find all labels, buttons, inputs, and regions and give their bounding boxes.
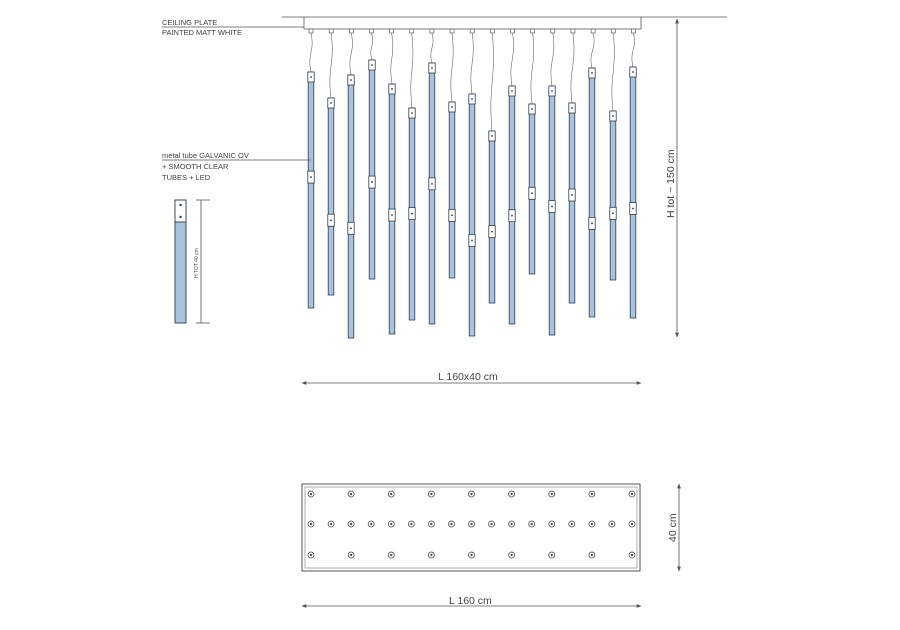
suspension-point-center	[530, 522, 533, 526]
suspension-point-center	[430, 492, 433, 496]
suspension-point-center	[630, 522, 634, 526]
tube-label-line2: + SMOOTH CLEAR	[162, 162, 229, 171]
tube-label-line3: TUBES + LED	[162, 173, 211, 182]
plan-view	[301, 483, 641, 572]
suspension-point-center	[309, 492, 313, 496]
ceiling-plate-label-line1: CEILING PLATE	[162, 18, 217, 27]
front-length-dimension: L 160x40 cm	[301, 371, 642, 385]
suspension-point-center	[350, 492, 353, 496]
suspension-point-center	[590, 492, 593, 496]
suspended-tubes	[307, 28, 637, 339]
suspension-point-center	[510, 553, 513, 557]
suspension-point-center	[490, 522, 493, 526]
single-tube-detail: H TOT 40 cm	[174, 199, 210, 324]
suspension-point-center	[470, 522, 473, 526]
suspension-point-center	[590, 553, 593, 557]
suspension-point-center	[510, 522, 513, 526]
suspension-point-center	[550, 522, 553, 526]
suspension-point-center	[550, 492, 553, 496]
single-tube-height-label: H TOT 40 cm	[194, 248, 200, 278]
plan-depth-dimension: 40 cm	[667, 483, 681, 572]
ceiling-plate-callout: CEILING PLATE PAINTED MATT WHITE	[162, 18, 304, 37]
suspension-point-center	[510, 492, 513, 496]
suspension-point-center	[630, 492, 634, 496]
suspension-point-center	[610, 522, 614, 526]
plan-suspension-points	[307, 490, 636, 559]
suspension-point-center	[570, 522, 573, 526]
plan-depth-label: 40 cm	[667, 513, 679, 542]
plan-length-dimension: L 160 cm	[301, 595, 642, 608]
suspension-point-center	[590, 522, 593, 526]
front-length-label: L 160x40 cm	[438, 371, 498, 383]
suspension-point-center	[430, 553, 433, 557]
suspension-point-center	[630, 553, 634, 557]
suspension-point-center	[450, 522, 453, 526]
suspension-point-center	[350, 553, 353, 557]
suspension-point-center	[309, 553, 313, 557]
suspension-point-center	[390, 553, 393, 557]
suspension-point-center	[550, 553, 553, 557]
suspension-point-center	[329, 522, 333, 526]
plan-length-label: L 160 cm	[449, 595, 492, 607]
suspension-point-center	[410, 522, 413, 526]
suspension-point-center	[470, 492, 473, 496]
suspension-point-center	[470, 553, 473, 557]
suspension-point-center	[370, 522, 373, 526]
ceiling-plate-label-line2: PAINTED MATT WHITE	[162, 28, 242, 37]
tube-callout: metal tube GALVANIC OV + SMOOTH CLEAR TU…	[162, 151, 311, 182]
total-height-dimension: H tot ~ 150 cm	[665, 18, 679, 338]
ceiling-plate	[282, 16, 727, 30]
suspension-point-center	[350, 522, 353, 526]
tube-label-line1: metal tube GALVANIC OV	[162, 151, 249, 160]
suspension-point-center	[390, 522, 393, 526]
suspension-point-center	[390, 492, 393, 496]
total-height-label: H tot ~ 150 cm	[665, 149, 677, 218]
suspension-point-center	[430, 522, 433, 526]
suspension-point-center	[309, 522, 313, 526]
